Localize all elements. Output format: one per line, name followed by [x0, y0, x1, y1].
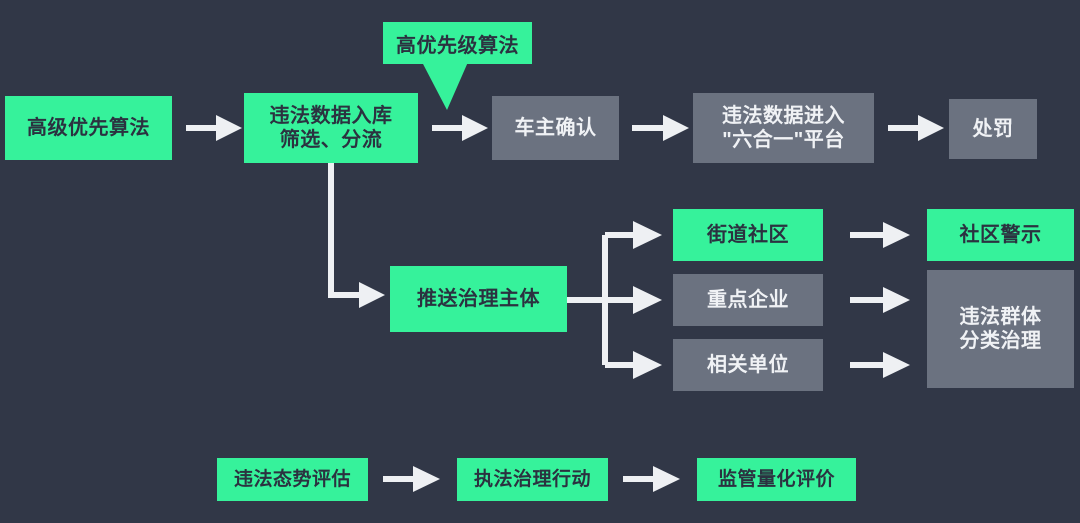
node-regulatory-quantitative-evaluation[interactable]: 监管量化评价 [697, 458, 856, 501]
node-violation-situation-assessment[interactable]: 违法态势评估 [217, 458, 368, 501]
arrow-bottom-2 [623, 466, 680, 492]
callout-high-priority-algorithm[interactable]: 高优先级算法 [383, 22, 532, 64]
arrow-out-1 [850, 222, 910, 248]
node-owner-confirmation[interactable]: 车主确认 [492, 96, 619, 160]
node-street-community[interactable]: 街道社区 [673, 209, 823, 261]
node-push-governance-entity[interactable]: 推送治理主体 [390, 266, 567, 332]
node-six-in-one-platform[interactable]: 违法数据进入 "六合一"平台 [693, 93, 874, 163]
node-advanced-priority-algorithm[interactable]: 高级优先算法 [5, 96, 172, 160]
node-related-unit[interactable]: 相关单位 [673, 339, 823, 391]
arrow-top-1 [186, 115, 242, 141]
arrow-bottom-1 [383, 466, 440, 492]
node-violation-data-entry[interactable]: 违法数据入库 筛选、分流 [244, 93, 418, 163]
branch-trunk [567, 221, 662, 379]
node-violation-group-classification[interactable]: 违法群体 分类治理 [927, 270, 1074, 388]
arrow-top-3 [632, 115, 689, 141]
arrow-out-2 [850, 287, 910, 313]
node-enforcement-governance-action[interactable]: 执法治理行动 [457, 458, 608, 501]
arrow-top-2 [432, 115, 488, 141]
node-key-enterprise[interactable]: 重点企业 [673, 274, 823, 326]
node-community-warning[interactable]: 社区警示 [927, 209, 1074, 261]
arrow-top-4 [888, 115, 944, 141]
node-penalty[interactable]: 处罚 [949, 99, 1037, 159]
arrow-out-3 [850, 352, 910, 378]
callout-tail [422, 62, 468, 110]
arrow-elbow-down [328, 163, 385, 308]
